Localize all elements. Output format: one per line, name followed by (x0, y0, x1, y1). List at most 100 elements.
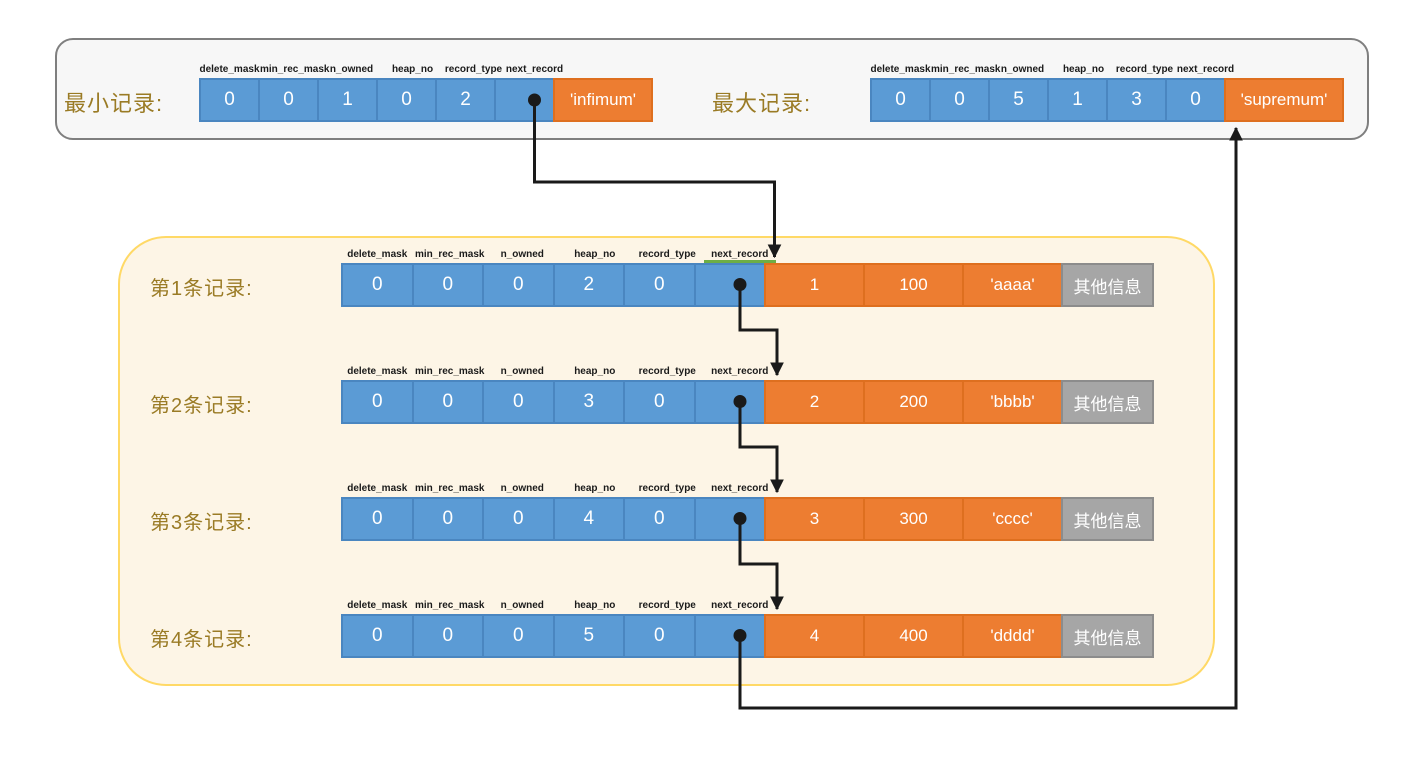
field-header-next-record: next_record (711, 483, 769, 494)
field-header-n-owned: n_owned (1000, 64, 1045, 75)
field-header-record-type: record_type (638, 483, 696, 494)
field-header-record-type: record_type (1115, 64, 1174, 75)
field-header-record-type: record_type (638, 366, 696, 377)
data-cell: 200 (863, 380, 964, 424)
data-cell: 'bbbb' (962, 380, 1063, 424)
field-cell: 0 (929, 78, 990, 122)
data-cell: 3 (764, 497, 865, 541)
field-header-min-rec-mask: min_rec_mask (415, 249, 485, 260)
field-header-next-record: next_record (1176, 64, 1235, 75)
field-cell: 0 (870, 78, 931, 122)
field-header-next-record: next_record (711, 600, 769, 611)
field-header-n-owned: n_owned (500, 249, 544, 260)
record-4-table: delete_mask min_rec_mask n_owned heap_no… (341, 600, 1154, 658)
field-header-n-owned: n_owned (500, 366, 544, 377)
field-cell: 1 (1047, 78, 1108, 122)
field-cell: 0 (411, 614, 484, 658)
other-info-cell: 其他信息 (1061, 614, 1154, 658)
record-name-cell: 'infimum' (553, 78, 653, 122)
field-headers: delete_mask min_rec_mask n_owned heap_no… (341, 366, 776, 377)
field-header-delete-mask: delete_mask (347, 366, 408, 377)
field-cell: 5 (988, 78, 1049, 122)
field-cell: 1 (317, 78, 378, 122)
field-header-n-owned: n_owned (329, 64, 374, 75)
record-3-label: 第3条记录: (150, 512, 253, 534)
field-header-n-owned: n_owned (500, 483, 544, 494)
record-2-table: delete_mask min_rec_mask n_owned heap_no… (341, 366, 1154, 424)
next-record-pointer-cell (494, 78, 555, 122)
data-cell: 300 (863, 497, 964, 541)
field-header-delete-mask: delete_mask (347, 483, 408, 494)
field-cell: 0 (199, 78, 260, 122)
field-header-delete-mask: delete_mask (199, 64, 260, 75)
max-record-table: delete_mask min_rec_mask n_owned heap_no… (870, 64, 1344, 122)
field-cell: 0 (411, 497, 484, 541)
other-info-cell: 其他信息 (1061, 263, 1154, 307)
field-header-heap-no: heap_no (1062, 64, 1105, 75)
field-cell: 2 (435, 78, 496, 122)
field-cell: 3 (1106, 78, 1167, 122)
field-header-delete-mask: delete_mask (347, 600, 408, 611)
field-header-heap-no: heap_no (574, 483, 616, 494)
next-record-pointer-cell (693, 614, 766, 658)
field-header-delete-mask: delete_mask (870, 64, 931, 75)
field-cell: 5 (552, 614, 625, 658)
field-cell: 0 (341, 380, 414, 424)
field-header-min-rec-mask: min_rec_mask (415, 366, 485, 377)
record-2-label: 第2条记录: (150, 395, 253, 417)
data-cell: 2 (764, 380, 865, 424)
other-info-cell: 其他信息 (1061, 497, 1154, 541)
field-header-heap-no: heap_no (574, 366, 616, 377)
field-header-record-type: record_type (444, 64, 503, 75)
max-record-label: 最大记录: (712, 91, 812, 116)
field-header-next-record: next_record (711, 249, 769, 260)
field-cell: 3 (552, 380, 625, 424)
min-record-label: 最小记录: (64, 91, 164, 116)
field-cell: 0 (482, 497, 555, 541)
field-header-delete-mask: delete_mask (347, 249, 408, 260)
record-name-cell: 'supremum' (1224, 78, 1344, 122)
data-cell: 'aaaa' (962, 263, 1063, 307)
field-headers: delete_mask min_rec_mask n_owned heap_no… (199, 64, 565, 75)
field-cell next-record-value-cell: 0 (1165, 78, 1226, 122)
next-record-pointer-cell (693, 263, 766, 307)
field-header-heap-no: heap_no (574, 249, 616, 260)
field-cell: 0 (411, 380, 484, 424)
field-cell: 0 (341, 497, 414, 541)
record-1-label: 第1条记录: (150, 278, 253, 300)
field-header-heap-no: heap_no (574, 600, 616, 611)
field-header-min-rec-mask: min_rec_mask (931, 64, 1001, 75)
field-cell: 0 (623, 263, 696, 307)
field-header-heap-no: heap_no (391, 64, 434, 75)
field-header-min-rec-mask: min_rec_mask (415, 483, 485, 494)
field-headers: delete_mask min_rec_mask n_owned heap_no… (870, 64, 1236, 75)
data-cell: 400 (863, 614, 964, 658)
field-header-next-record: next_record (711, 366, 769, 377)
record-1-table: delete_mask min_rec_mask n_owned heap_no… (341, 249, 1154, 307)
field-header-next-record: next_record (505, 64, 564, 75)
field-cell: 0 (482, 380, 555, 424)
next-record-pointer-cell (693, 380, 766, 424)
field-header-n-owned: n_owned (500, 600, 544, 611)
data-cell: 4 (764, 614, 865, 658)
field-cell: 0 (482, 614, 555, 658)
data-cell: 'cccc' (962, 497, 1063, 541)
field-cell: 2 (552, 263, 625, 307)
field-header-record-type: record_type (638, 600, 696, 611)
data-cell: 'dddd' (962, 614, 1063, 658)
field-headers: delete_mask min_rec_mask n_owned heap_no… (341, 600, 776, 611)
field-cell: 0 (341, 614, 414, 658)
field-cell: 4 (552, 497, 625, 541)
field-cell: 0 (376, 78, 437, 122)
field-header-record-type: record_type (638, 249, 696, 260)
field-headers: delete_mask min_rec_mask n_owned heap_no… (341, 483, 776, 494)
field-cell: 0 (482, 263, 555, 307)
next-record-pointer-cell (693, 497, 766, 541)
field-cell: 0 (411, 263, 484, 307)
record-4-label: 第4条记录: (150, 629, 253, 651)
field-header-min-rec-mask: min_rec_mask (415, 600, 485, 611)
field-cell: 0 (258, 78, 319, 122)
field-cell: 0 (623, 497, 696, 541)
record-3-table: delete_mask min_rec_mask n_owned heap_no… (341, 483, 1154, 541)
